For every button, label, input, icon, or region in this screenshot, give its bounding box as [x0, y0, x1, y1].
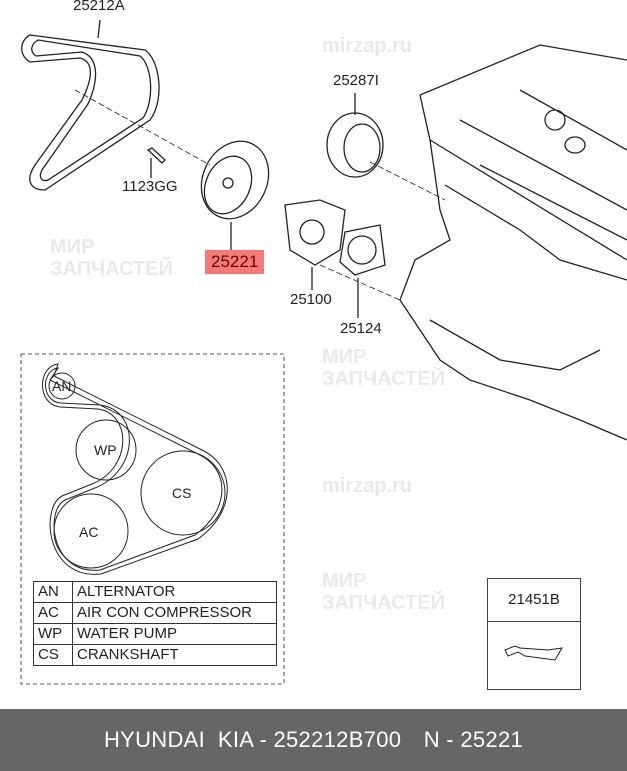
pulley-label-an: AN [52, 378, 72, 394]
pulley-label-cs: CS [172, 485, 192, 501]
callout-belt[interactable]: 25212A [73, 0, 125, 14]
kit-label: 21451B [488, 579, 580, 622]
pulley-cs [140, 450, 226, 536]
callout-idler[interactable]: 25287I [333, 72, 379, 89]
part-number-footer: HYUNDAI KIA - 252212B700 N - 25221 [0, 709, 627, 771]
callout-gasket[interactable]: 25124 [340, 320, 382, 337]
pulley-drawing [200, 140, 270, 220]
belt-drawing [21, 34, 160, 191]
callout-water-pump[interactable]: 25100 [290, 291, 332, 308]
pulley-wp [75, 419, 137, 481]
callout-pulley-highlighted[interactable]: 25221 [205, 250, 265, 274]
sealant-tube-icon [504, 645, 563, 661]
pulley-label-ac: AC [79, 524, 99, 540]
footer-ref: N - 25221 [423, 727, 524, 752]
pulley-label-wp: WP [94, 442, 117, 458]
sealant-kit-box[interactable]: 21451B [487, 578, 581, 690]
bolt-drawing [146, 147, 166, 164]
engine-block-drawing [399, 44, 627, 441]
water-pump-drawing [284, 199, 346, 266]
callout-bolt[interactable]: 1123GG [122, 178, 178, 195]
idler-pulley-drawing [326, 112, 384, 178]
footer-brand-part: HYUNDAI KIA - 252212B700 [103, 727, 402, 752]
gasket-drawing [339, 224, 386, 276]
belt-routing-panel [20, 353, 285, 685]
